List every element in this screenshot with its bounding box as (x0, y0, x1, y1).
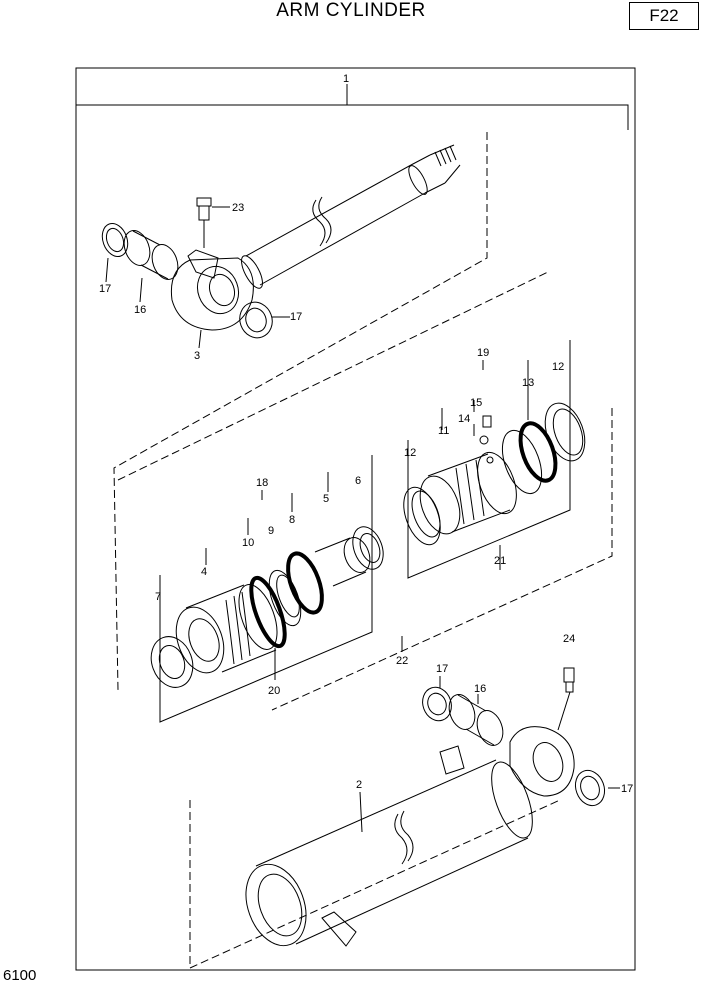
callout-17c: 17 (436, 663, 448, 675)
bracket-18 (159, 455, 373, 723)
callout-19: 19 (477, 347, 489, 359)
rod-group-outline (113, 132, 488, 691)
callout-7: 7 (155, 591, 161, 603)
cylinder-tube-2 (245, 759, 533, 947)
barrel-group-outline (189, 799, 561, 969)
backup-ring-9 (268, 569, 302, 627)
callout-24: 24 (563, 633, 575, 645)
dust-seal-17-c (422, 686, 452, 722)
bushing-16-bottom (448, 694, 504, 746)
callout-17b: 17 (290, 311, 302, 323)
callout-17a: 17 (99, 283, 111, 295)
wear-ring-12-b (544, 402, 586, 462)
set-screw-15 (482, 415, 492, 428)
callout-15: 15 (470, 397, 482, 409)
callout-8: 8 (289, 514, 295, 526)
rod-cover-4 (175, 584, 278, 674)
callout-10: 10 (242, 537, 254, 549)
dust-seal-17-d (574, 769, 606, 807)
dust-seal-17-a (101, 223, 129, 257)
callout-18: 18 (256, 477, 268, 489)
callout-17d: 17 (621, 783, 633, 795)
callout-12a: 12 (404, 447, 416, 459)
dust-seal-17-b (239, 301, 273, 339)
callout-9: 9 (268, 525, 274, 537)
bracket-19 (407, 340, 571, 579)
callout-5: 5 (323, 493, 329, 505)
bracket-1 (75, 104, 629, 130)
piston-rod (241, 144, 461, 289)
seal-ring-13 (501, 421, 558, 495)
callout-14: 14 (458, 413, 470, 425)
grease-fitting-23 (196, 197, 212, 248)
callout-21: 21 (494, 555, 506, 567)
diagram-frame (75, 67, 636, 971)
callout-12b: 12 (552, 361, 564, 373)
rod-eye-3 (170, 249, 254, 331)
callout-1: 1 (343, 73, 349, 85)
page-code-box: F22 (629, 2, 699, 30)
callout-16b: 16 (474, 683, 486, 695)
callout-2: 2 (356, 779, 362, 791)
page-title: ARM CYLINDER (276, 0, 426, 21)
callout-23: 23 (232, 202, 244, 214)
grease-fitting-24 (557, 667, 575, 731)
callout-11: 11 (438, 425, 449, 437)
bushing-5 (314, 537, 371, 587)
seal-6 (352, 526, 384, 570)
steel-ball-14 (479, 435, 489, 445)
o-ring-10 (249, 575, 287, 649)
callout-6: 6 (355, 475, 361, 487)
dust-wiper-7 (150, 636, 194, 688)
bushing-16-top (123, 230, 179, 280)
callout-20: 20 (268, 685, 280, 697)
footer-code: 6100 (3, 967, 37, 984)
rod-end-eye (439, 726, 575, 797)
callout-16a: 16 (134, 304, 146, 316)
callout-22: 22 (396, 655, 408, 667)
piston-11 (419, 451, 517, 535)
head-group-outline (117, 271, 549, 481)
callout-13: 13 (522, 377, 534, 389)
o-ring-8 (286, 551, 324, 615)
callout-3: 3 (194, 350, 200, 362)
wear-ring-12-a (403, 486, 441, 546)
callout-4: 4 (201, 566, 207, 578)
